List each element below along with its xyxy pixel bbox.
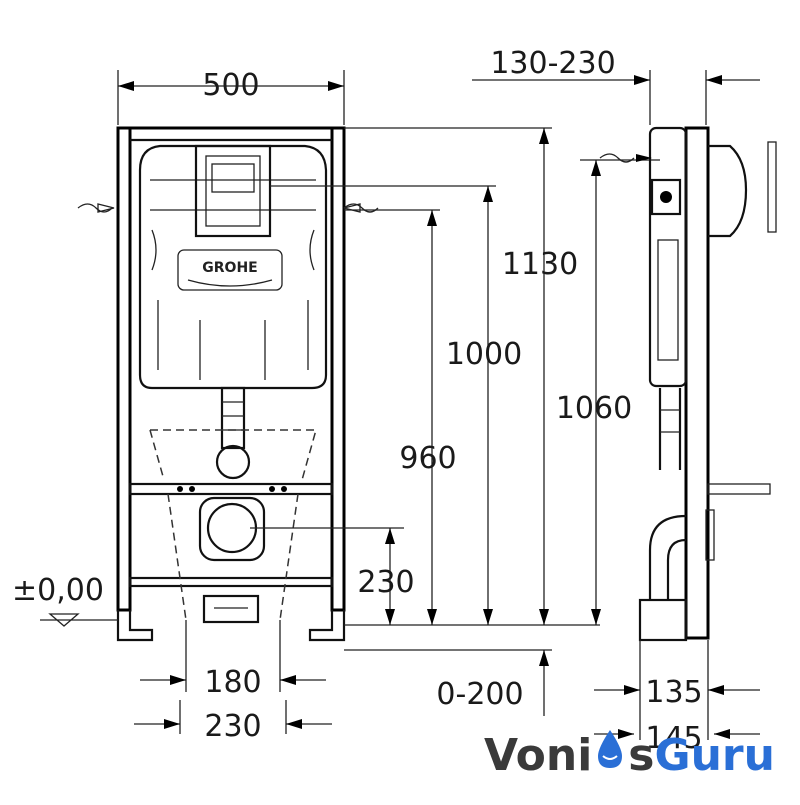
watermark-part-1: Voni xyxy=(484,730,592,781)
watermark-part-3: Guru xyxy=(654,730,774,781)
left-foot xyxy=(116,610,154,642)
side-flush-plate xyxy=(708,144,748,238)
floor-level-label: ±0,00 xyxy=(12,573,104,608)
side-valve-box xyxy=(650,178,682,216)
outlet-housing xyxy=(198,496,266,562)
dim-1130-label: 1130 xyxy=(502,247,578,282)
dim-135-label: 135 xyxy=(645,675,702,710)
floor-level-symbol xyxy=(48,613,80,627)
outlet-pipe xyxy=(206,502,258,554)
flush-connector xyxy=(215,444,251,480)
dim-180-label: 180 xyxy=(204,665,261,700)
right-post xyxy=(330,126,346,612)
water-drop-icon xyxy=(598,730,622,768)
depth-130-230-label: 130-230 xyxy=(490,46,615,81)
side-frame-post xyxy=(684,126,710,640)
side-cover-plate xyxy=(767,141,777,233)
dim-0-200-label: 0-200 xyxy=(436,677,523,712)
lower-crossbar xyxy=(128,576,334,588)
side-flush-pipe xyxy=(658,388,682,470)
right-foot xyxy=(308,610,346,642)
bottom-drain xyxy=(202,594,260,624)
side-outlet-bend xyxy=(648,514,687,600)
right-inlet-symbol xyxy=(343,203,379,213)
brand-badge xyxy=(177,249,283,291)
width-500-label: 500 xyxy=(202,68,259,103)
front-dimensions: 500 ±0,00 960 1000 1130 230 xyxy=(12,68,600,744)
front-frame xyxy=(116,126,346,642)
brand-label: GROHE xyxy=(202,260,257,276)
flush-pipe xyxy=(220,386,246,450)
side-drain xyxy=(638,598,688,642)
dim-145-label: 145 xyxy=(645,721,702,756)
left-post xyxy=(116,126,132,612)
flush-plate-opening xyxy=(194,144,272,238)
dim-230-outlet-label: 230 xyxy=(357,565,414,600)
side-view: 130-230 1060 135 xyxy=(472,46,777,756)
dim-1000-label: 1000 xyxy=(446,337,522,372)
left-inlet-symbol xyxy=(77,203,113,213)
cistern-body xyxy=(138,144,328,390)
watermark-part-2: s xyxy=(628,730,654,781)
drain-assembly xyxy=(149,386,317,624)
side-cistern xyxy=(648,126,688,388)
cistern: GROHE xyxy=(77,144,379,390)
side-rod xyxy=(707,483,771,495)
upper-crossbar xyxy=(128,482,334,496)
bowl-outline xyxy=(149,429,317,481)
dim-230-bottom-label: 230 xyxy=(204,709,261,744)
dim-960-label: 960 xyxy=(399,441,456,476)
dim-1060-label: 1060 xyxy=(556,391,632,426)
